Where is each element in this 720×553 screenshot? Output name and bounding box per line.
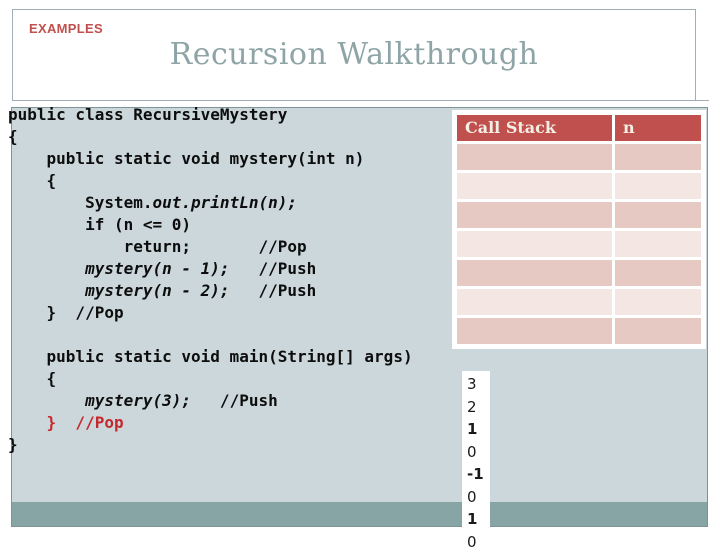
page-title: Recursion Walkthrough: [13, 10, 695, 72]
output-value: 2: [467, 396, 490, 419]
code-line: mystery(n - 1); //Push: [8, 258, 413, 280]
table-cell: [615, 173, 701, 199]
table-cell: [457, 202, 612, 228]
call-stack-table: Call Stack n: [452, 110, 706, 349]
code-line: public static void mystery(int n): [8, 148, 413, 170]
code-line: mystery(n - 2); //Push: [8, 280, 413, 302]
header-box: EXAMPLES Recursion Walkthrough: [12, 9, 696, 100]
code-line: System.out.printLn(n);: [8, 192, 413, 214]
code-line: } //Pop: [8, 412, 413, 434]
output-value: 1: [467, 418, 490, 441]
code-line: if (n <= 0): [8, 214, 413, 236]
table-cell: [615, 231, 701, 257]
code-line: return; //Pop: [8, 236, 413, 258]
table-cell: [457, 260, 612, 286]
table-cell: [615, 144, 701, 170]
output-value: -1: [467, 463, 490, 486]
eyebrow-label: EXAMPLES: [29, 21, 103, 36]
table-cell: [457, 231, 612, 257]
code-line: {: [8, 368, 413, 390]
output-value: 0: [467, 441, 490, 464]
table-cell: [457, 289, 612, 315]
table-cell: [457, 144, 612, 170]
table-cell: [457, 318, 612, 344]
code-line: [8, 324, 413, 346]
table-cell: [615, 289, 701, 315]
call-stack-table-grid: Call Stack n: [457, 115, 701, 344]
code-line: {: [8, 126, 413, 148]
code-line: }: [8, 434, 413, 456]
table-cell: [615, 260, 701, 286]
output-value: 0: [467, 486, 490, 509]
code-line: } //Pop: [8, 302, 413, 324]
table-cell: [615, 202, 701, 228]
output-value: 1: [467, 508, 490, 531]
code-line: mystery(3); //Push: [8, 390, 413, 412]
table-cell: [615, 318, 701, 344]
code-block: public class RecursiveMystery{ public st…: [8, 104, 413, 456]
code-line: public class RecursiveMystery: [8, 104, 413, 126]
footer-band: [12, 502, 707, 526]
table-cell: [457, 173, 612, 199]
table-header-n: n: [615, 115, 701, 141]
code-line: public static void main(String[] args): [8, 346, 413, 368]
table-header-call-stack: Call Stack: [457, 115, 612, 141]
title-underline: [12, 100, 709, 101]
output-value: 3: [467, 373, 490, 396]
output-value: 0: [467, 531, 490, 553]
code-line: {: [8, 170, 413, 192]
